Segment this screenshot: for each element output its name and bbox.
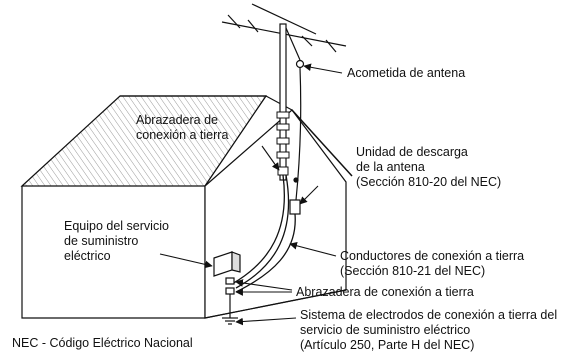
label-electrode-system-line1: Sistema de electrodos de conexión a tier…: [300, 308, 558, 322]
label-ground-clamp-top-line1: Abrazadera de: [136, 113, 219, 127]
label-grounding-conductors-line2: (Sección 810-21 del NEC): [340, 264, 486, 278]
label-electrode-system-line3: (Artículo 250, Parte H del NEC): [300, 338, 475, 352]
label-service-equipment-line2: de suministro: [64, 234, 139, 248]
antenna: [221, 3, 347, 181]
arrow-lead-in: [303, 63, 343, 74]
label-discharge-unit-line1: Unidad de descarga: [356, 145, 468, 159]
leader-arrows: [159, 63, 343, 326]
gable-eave: [291, 109, 353, 177]
discharge-unit: [289, 199, 301, 215]
label-discharge-unit-line2: de la antena: [356, 160, 425, 174]
arrow-clamp-bottom-1: [235, 279, 293, 291]
label-discharge-unit-line3: (Sección 810-20 del NEC): [356, 175, 502, 189]
label-ground-clamp-top: Abrazadera de conexión a tierra: [136, 113, 228, 143]
label-antenna-lead-in: Acometida de antena: [347, 66, 466, 80]
antenna-lead-in-point: [295, 59, 305, 69]
label-discharge-unit: Unidad de descarga de la antena (Sección…: [356, 145, 501, 190]
label-ground-clamp-top-line2: conexión a tierra: [136, 128, 229, 142]
service-equipment-box: [213, 251, 241, 277]
label-ground-clamps-bottom: Abrazadera de conexión a tierra: [296, 285, 474, 299]
label-electrode-system: Sistema de electrodos de conexión a tier…: [300, 308, 557, 353]
antenna-crossbar-2: [251, 3, 317, 35]
ground-electrode: [222, 277, 238, 325]
label-service-equipment-line3: eléctrico: [64, 249, 111, 263]
label-service-equipment-line1: Equipo del servicio: [64, 219, 169, 233]
mast-clamps: [276, 111, 290, 176]
arrow-service-equipment: [159, 253, 213, 269]
arrow-discharge-unit: [299, 185, 319, 205]
ground-clamp-top: [277, 166, 289, 176]
label-grounding-conductors: Conductores de conexión a tierra (Secció…: [340, 249, 524, 279]
label-nec-note: NEC - Código Eléctrico Nacional: [12, 336, 193, 350]
grounding-conductors: [231, 174, 296, 293]
label-grounding-conductors-line1: Conductores de conexión a tierra: [340, 249, 525, 263]
house: [20, 95, 353, 319]
arrow-ground-clamp-top: [261, 145, 280, 171]
label-service-equipment: Equipo del servicio de suministro eléctr…: [64, 219, 169, 264]
arrow-electrode: [235, 317, 297, 326]
ground-line: [204, 289, 347, 319]
label-electrode-system-line2: servicio de suministro eléctrico: [300, 323, 471, 337]
arrow-conductors: [289, 242, 337, 257]
